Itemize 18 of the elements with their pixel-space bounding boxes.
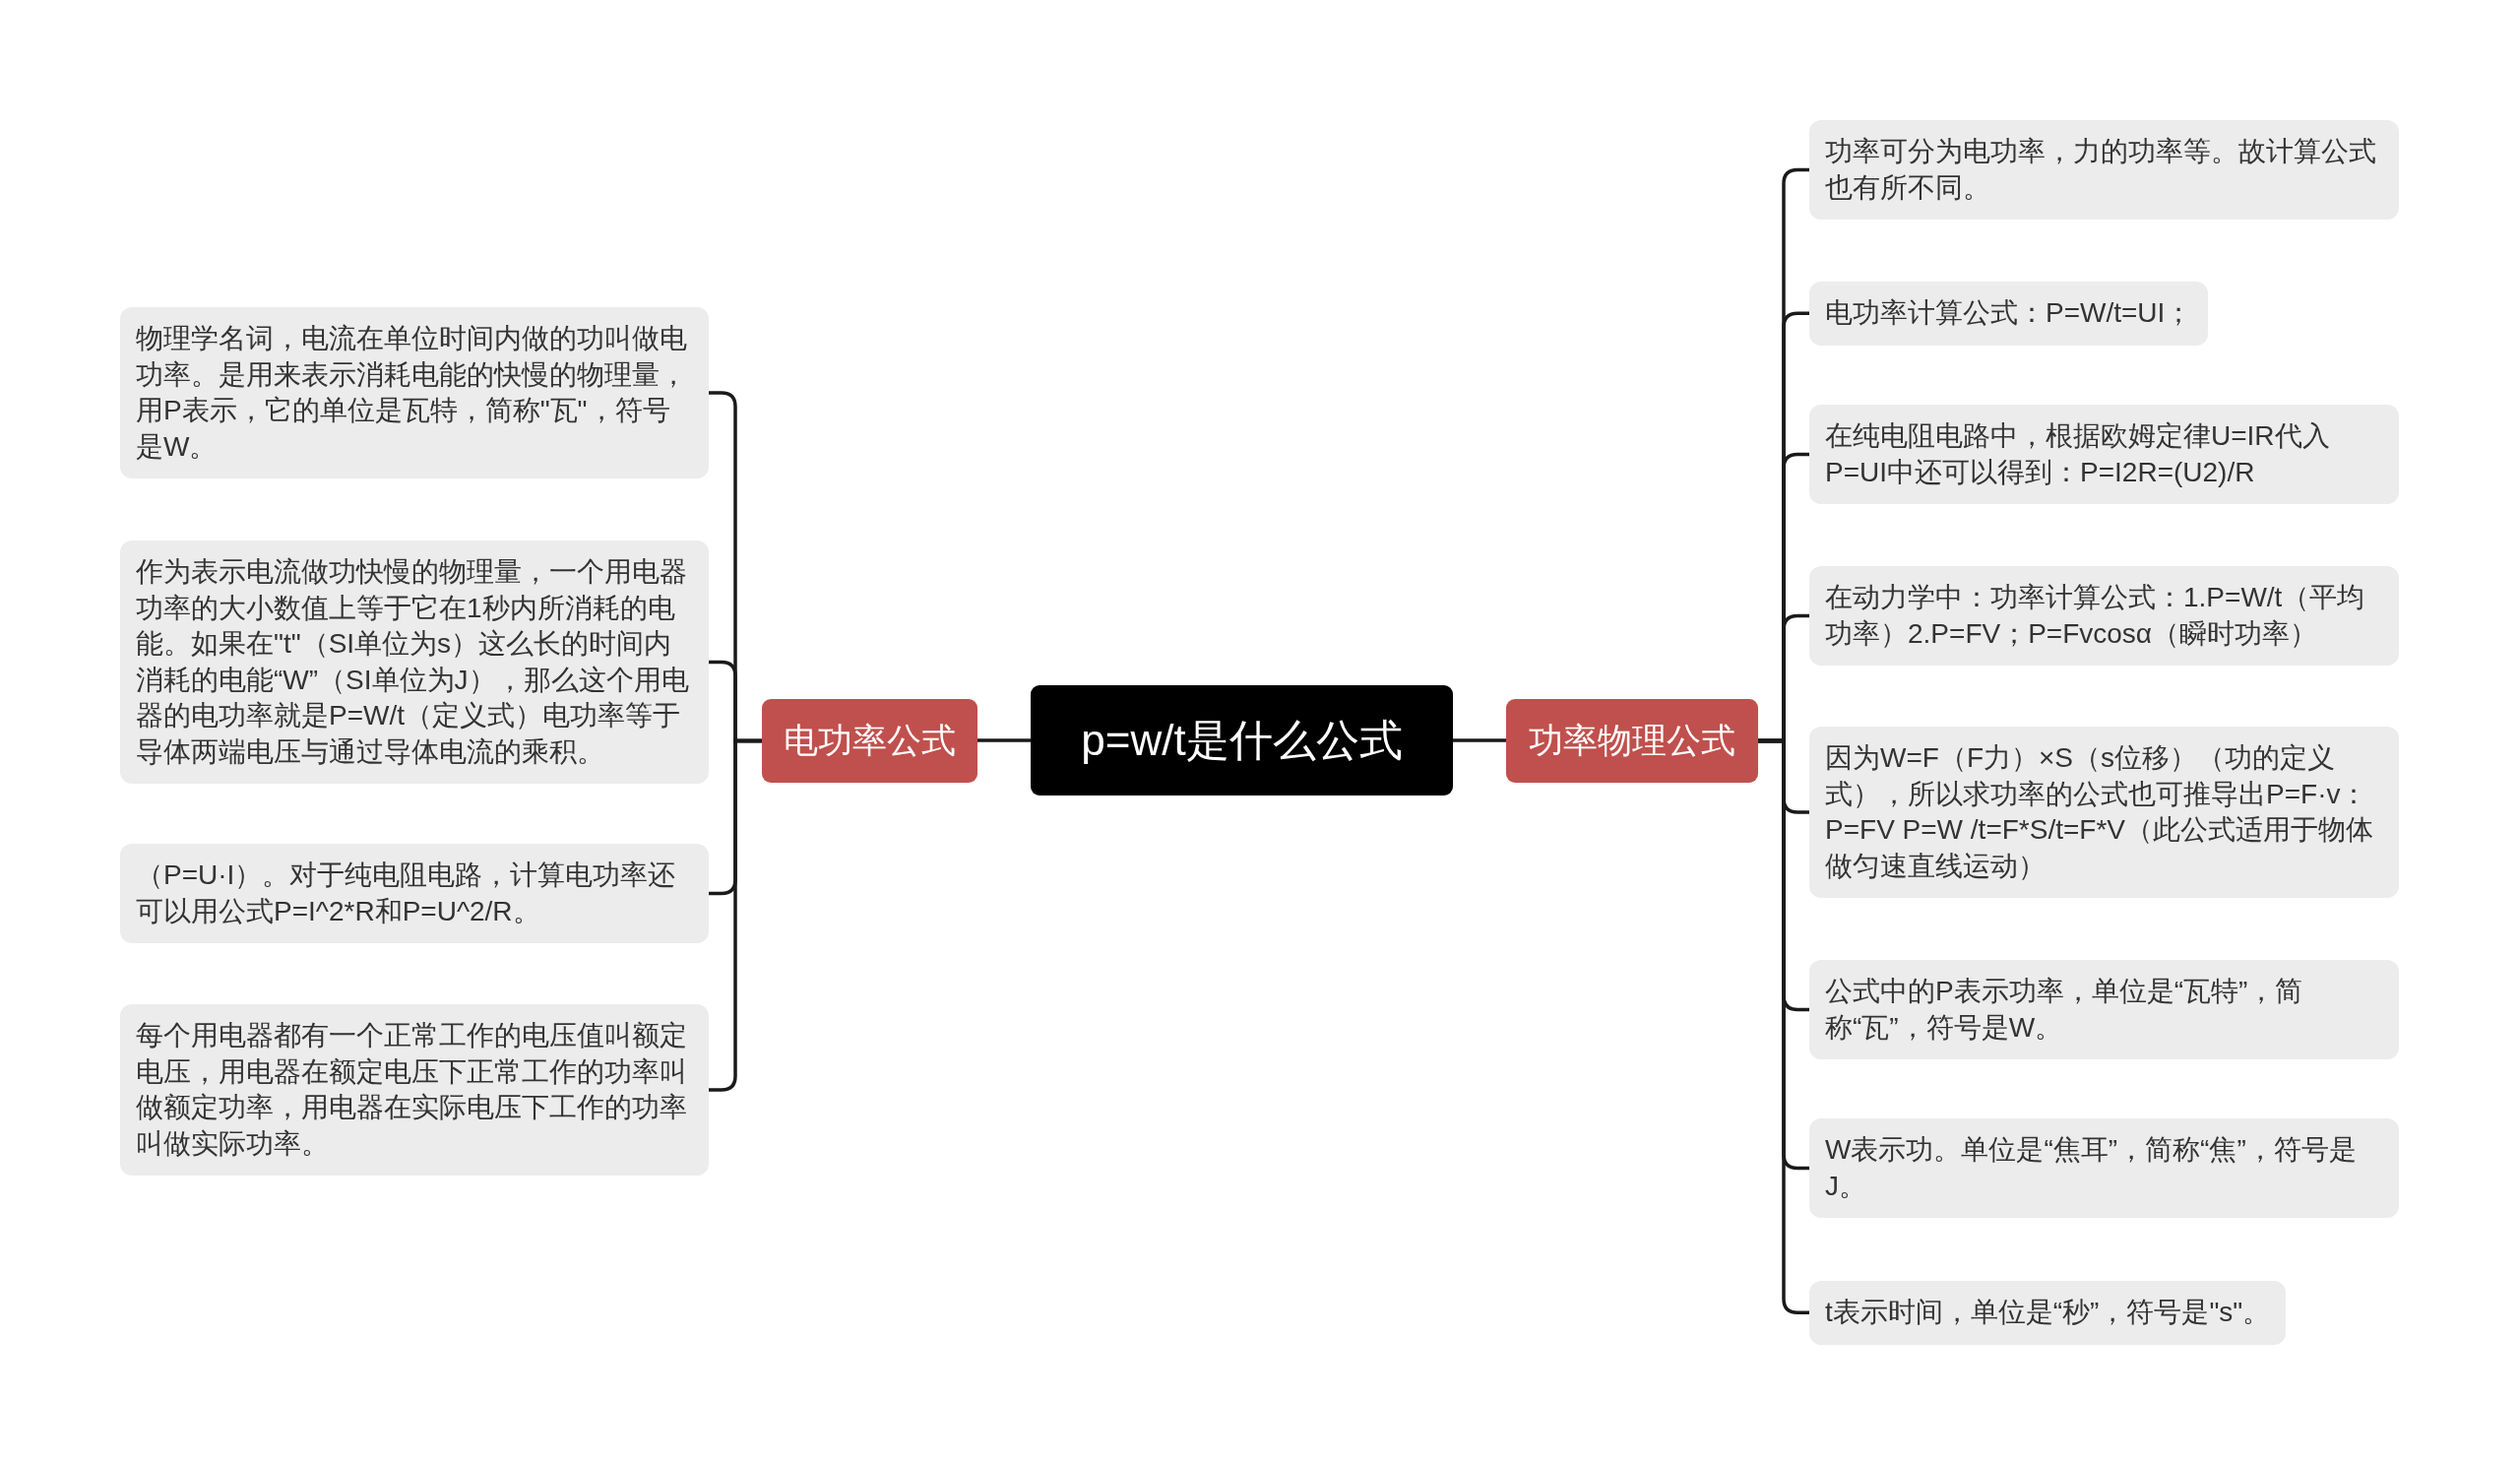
note-box: 公式中的P表示功率，单位是“瓦特”，简称“瓦”，符号是W。: [1809, 960, 2399, 1059]
connector-line: [977, 738, 1031, 742]
note-box: （P=U·I）。对于纯电阻电路，计算电功率还可以用公式P=I^2*R和P=U^2/R。: [120, 844, 709, 943]
connector-line: [1453, 738, 1506, 742]
note-box: 功率可分为电功率，力的功率等。故计算公式也有所不同。: [1809, 120, 2399, 220]
note-box: 每个用电器都有一个正常工作的电压值叫额定电压，用电器在额定电压下正常工作的功率叫做额定功率，用电器在实际电压下工作的功率叫做实际功率。: [120, 1004, 709, 1176]
note-box: 因为W=F（F力）×S（s位移）（功的定义式），所以求功率的公式也可推导出P=F·v：P=FV P=W /t=F*S/t=F*V（此公式适用于物体做匀速直线运动）: [1809, 727, 2399, 898]
note-box: 作为表示电流做功快慢的物理量，一个用电器功率的大小数值上等于它在1秒内所消耗的电能。如果在"t"（SI单位为s）这么长的时间内消耗的电能“W”（SI单位为J），那么这个用电器的电功率就是P=W/t（定义式）电功率等于导体两端电压与通过导体电流的乘积。: [120, 541, 709, 784]
subtopic-box: 功率物理公式: [1506, 699, 1758, 783]
note-box: 物理学名词，电流在单位时间内做的功叫做电功率。是用来表示消耗电能的快慢的物理量，用P表示，它的单位是瓦特，简称"瓦"，符号是W。: [120, 307, 709, 478]
note-box: 在动力学中：功率计算公式：1.P=W/t（平均功率）2.P=FV；P=Fvcosα（瞬时功率）: [1809, 566, 2399, 666]
note-box: W表示功。单位是“焦耳”，简称“焦”，符号是J。: [1809, 1118, 2399, 1218]
note-box: 电功率计算公式：P=W/t=UI；: [1809, 282, 2209, 346]
note-box: t表示时间，单位是“秒”，符号是"s"。: [1809, 1281, 2287, 1345]
subtopic-box: 电功率公式: [762, 699, 977, 783]
note-box: 在纯电阻电路中，根据欧姆定律U=IR代入P=UI中还可以得到：P=I2R=(U2)/R: [1809, 405, 2399, 504]
central-topic-box: p=w/t是什么公式: [1031, 685, 1453, 796]
connector-line: [1758, 738, 1809, 1314]
